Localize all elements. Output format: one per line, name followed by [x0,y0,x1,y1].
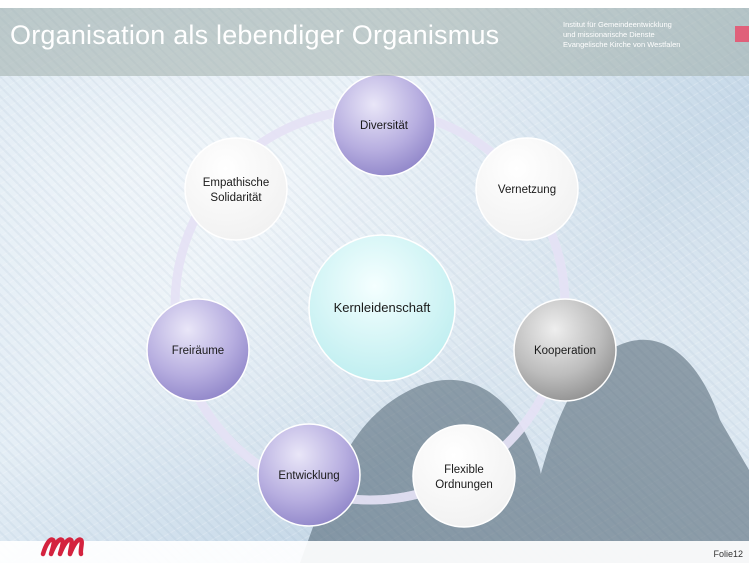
node-kooperation: Kooperation [513,298,617,402]
decorative-wave-shape [300,339,749,563]
slide-number: Folie12 [713,549,743,559]
node-label-empathische-solidaritaet-line1: Empathische [203,177,269,189]
m-logo-icon [40,537,84,557]
node-label-flexible-ordnungen-line2: Ordnungen [435,479,493,491]
node-flexible-ordnungen: Flexible Ordnungen [412,424,516,528]
node-freiraeume: Freiräume [146,298,250,402]
node-label-empathische-solidaritaet-line2: Solidarität [210,192,262,204]
center-node: Kernleidenschaft [308,234,456,382]
institute-line-1: Institut für Gemeindeentwicklung [563,20,672,29]
node-label-entwicklung: Entwicklung [278,470,339,482]
top-white-strip [0,0,749,8]
brand-square-icon [735,26,749,42]
institute-line-2: und missionarische Dienste [563,30,655,39]
node-label-vernetzung: Vernetzung [498,184,556,196]
node-empathische-solidaritaet: Empathische Solidarität [184,137,288,241]
title-band [0,8,749,76]
bottom-white-strip [0,541,749,563]
node-label-kooperation: Kooperation [534,345,596,357]
page-title: Organisation als lebendiger Organismus [10,20,500,50]
institute-text: Institut für Gemeindeentwicklung und mis… [563,20,680,50]
node-label-flexible-ordnungen-line1: Flexible [444,464,484,476]
node-label-diversitaet: Diversität [360,120,409,132]
node-entwicklung: Entwicklung [257,423,361,527]
node-label-freiraeume: Freiräume [172,345,224,357]
institute-line-3: Evangelische Kirche von Westfalen [563,40,681,49]
node-diversitaet: Diversität [332,73,436,177]
center-node-label: Kernleidenschaft [334,300,431,315]
node-vernetzung: Vernetzung [475,137,579,241]
